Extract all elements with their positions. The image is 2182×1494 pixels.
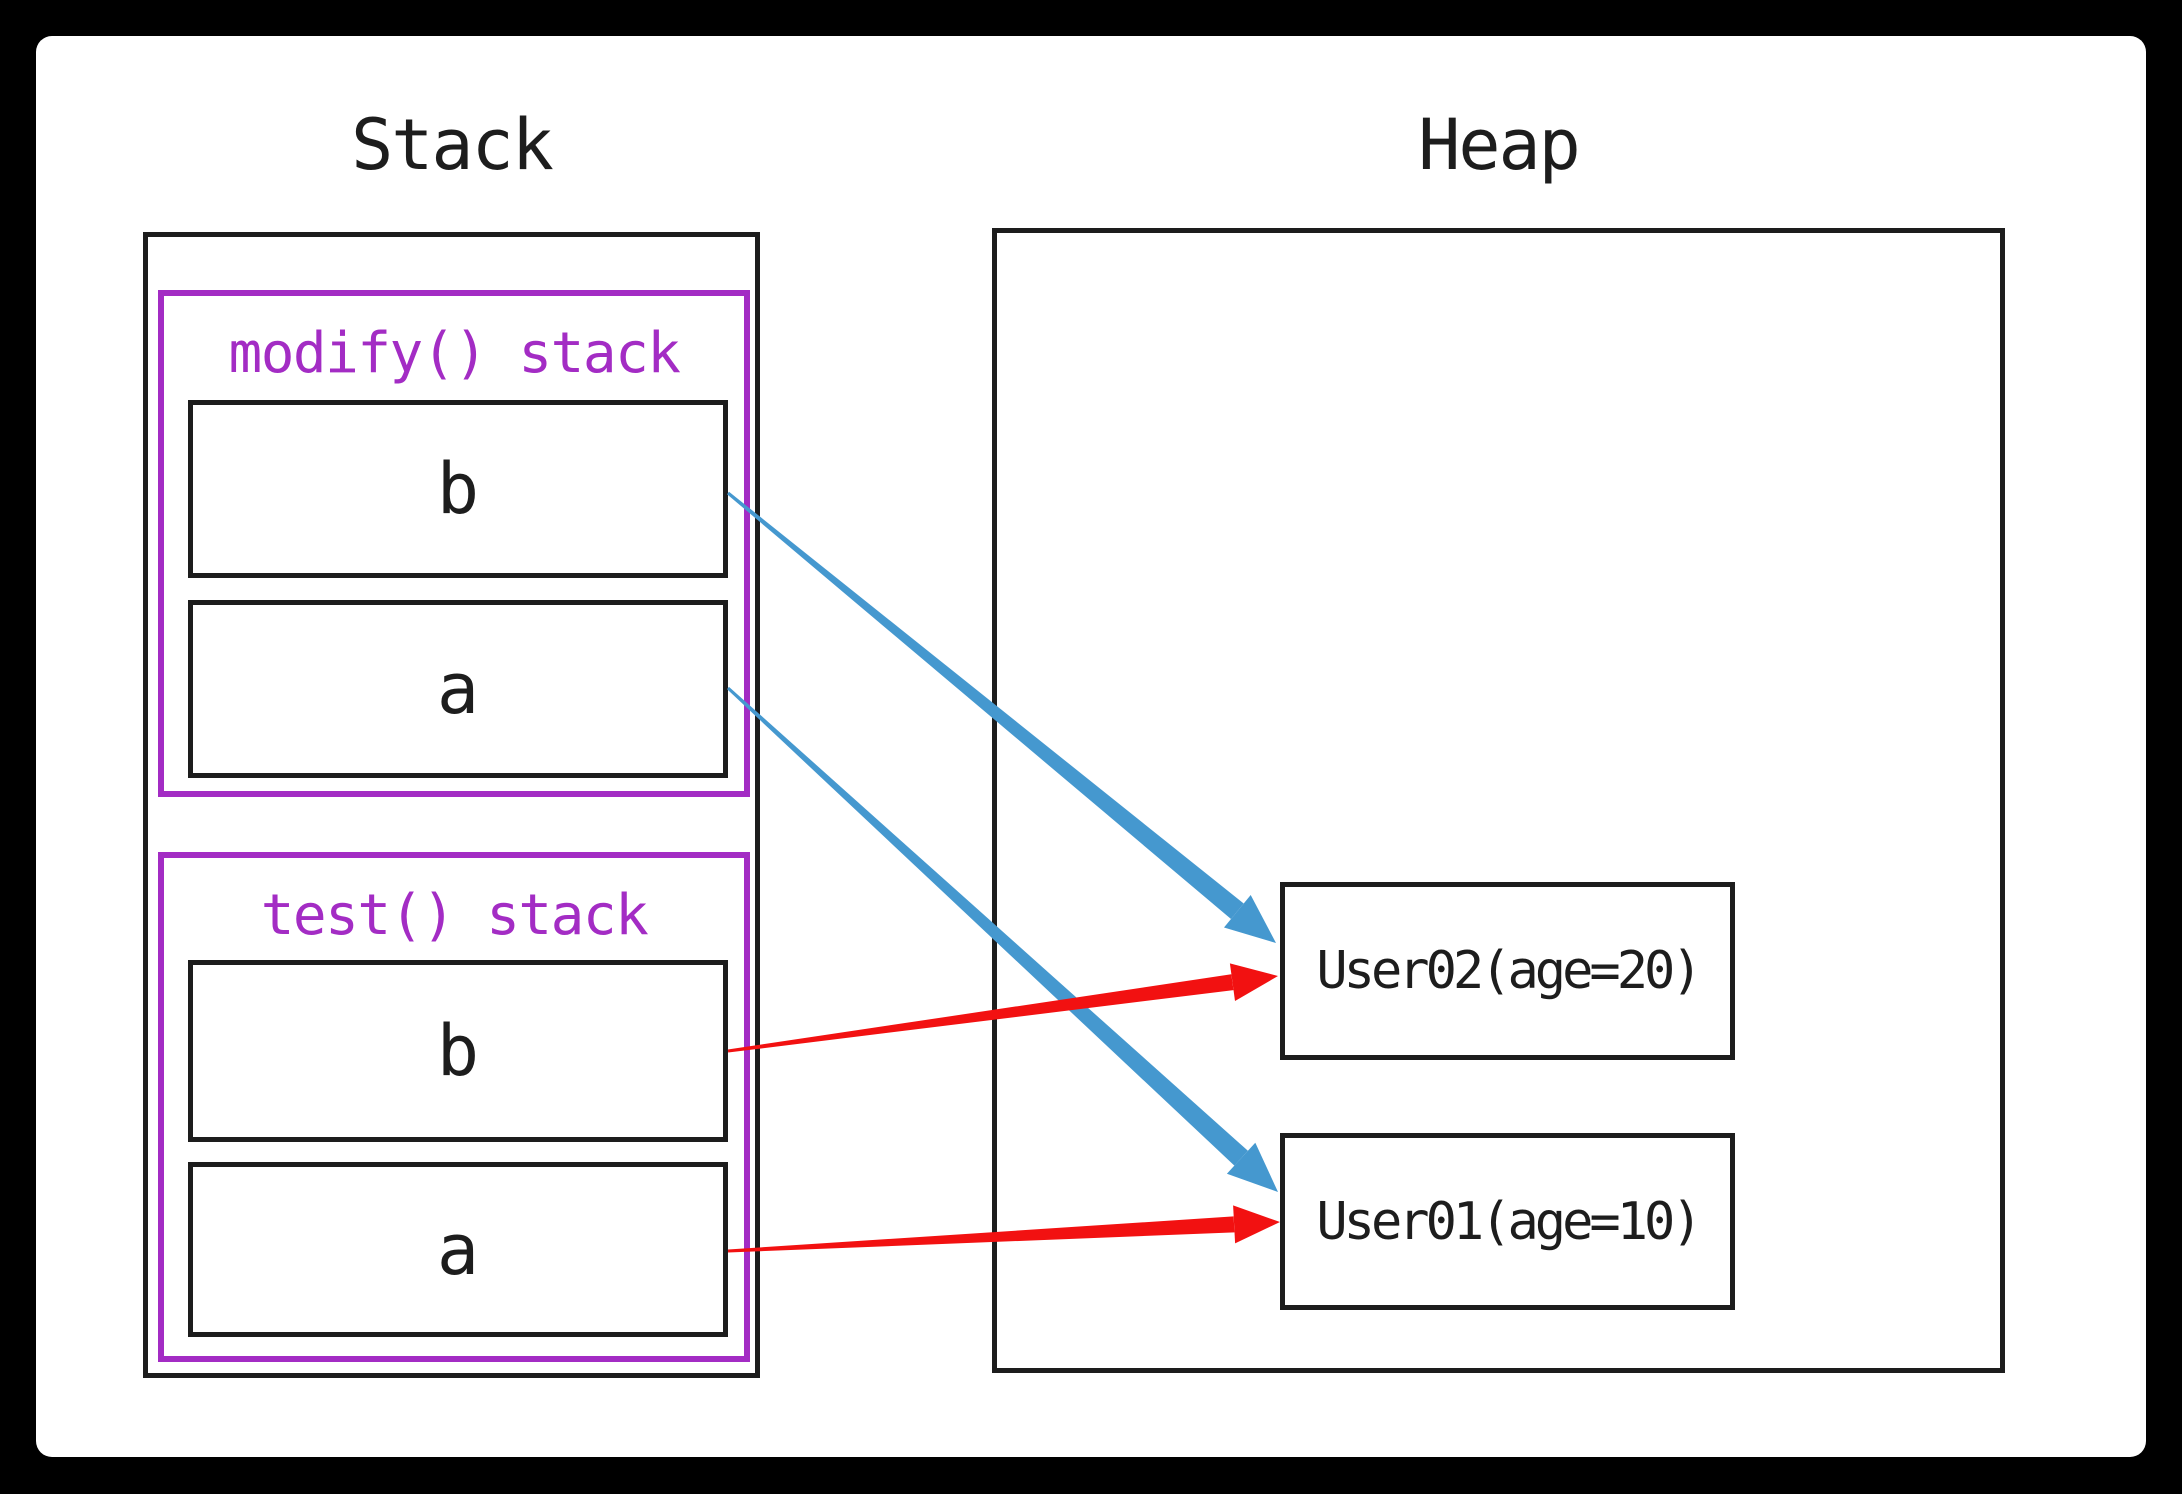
test-stack-frame-label: test() stack	[260, 883, 649, 948]
var-label-modify-a: a	[436, 648, 480, 730]
heap-object-user02-label: User02(age=20)	[1316, 941, 1702, 1001]
var-box-test-a: a	[188, 1162, 728, 1337]
var-box-test-b: b	[188, 960, 728, 1142]
heap-object-user01-label: User01(age=10)	[1316, 1191, 1702, 1252]
heap-object-user01: User01(age=10)	[1280, 1133, 1735, 1310]
var-box-modify-b: b	[188, 400, 728, 578]
var-box-modify-a: a	[188, 600, 728, 778]
var-label-test-b: b	[436, 1010, 480, 1092]
var-label-modify-b: b	[436, 448, 480, 530]
stack-title: Stack	[351, 104, 554, 186]
heap-object-user02: User02(age=20)	[1280, 882, 1735, 1060]
heap-title: Heap	[1418, 104, 1581, 186]
test-stack-frame: test() stack	[158, 852, 750, 1362]
var-label-test-a: a	[436, 1208, 480, 1291]
modify-stack-frame-label: modify() stack	[228, 321, 681, 386]
